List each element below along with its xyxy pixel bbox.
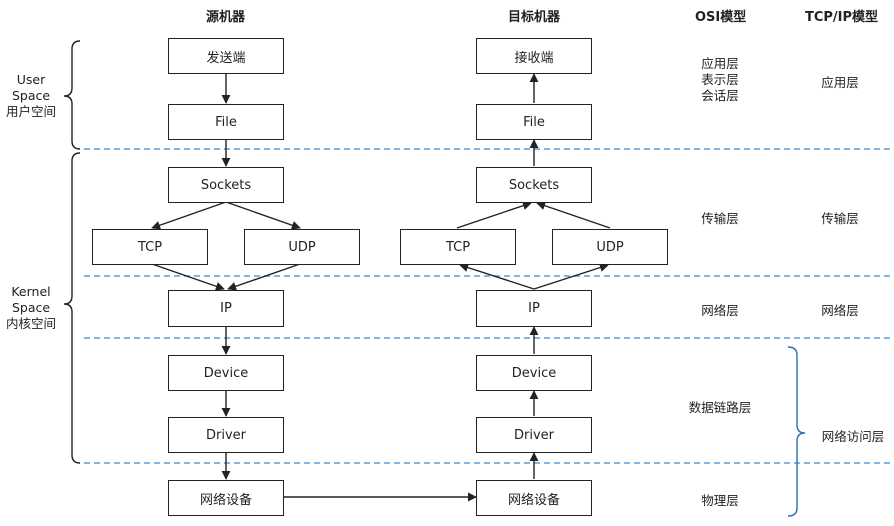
osi-datalink-layer: 数据链路层 — [688, 400, 752, 415]
network-access-brace — [787, 346, 806, 517]
target-file-box: File — [476, 104, 592, 140]
source-device-box: Device — [168, 355, 284, 391]
tcpip-network-layer: 网络层 — [821, 303, 859, 318]
user-space-label: User Space 用户空间 — [5, 72, 56, 119]
target-receiver-box: 接收端 — [476, 38, 592, 74]
source-sender-box: 发送端 — [168, 38, 284, 74]
tcpip-transport-layer: 传输层 — [821, 211, 859, 226]
osi-network-layer: 网络层 — [701, 303, 739, 318]
source-sockets-box: Sockets — [168, 167, 284, 203]
target-tcp-box: TCP — [400, 229, 516, 265]
source-tcp-box: TCP — [92, 229, 208, 265]
source-arrows — [151, 73, 477, 502]
source-ip-box: IP — [168, 290, 284, 327]
header-target-machine: 目标机器 — [508, 10, 561, 25]
target-device-box: Device — [476, 355, 592, 391]
kernel-space-label: Kernel Space 内核空间 — [5, 284, 56, 331]
header-tcpip-model: TCP/IP模型 — [805, 10, 879, 25]
layer-dividers — [84, 148, 894, 464]
osi-physical-layer: 物理层 — [701, 493, 739, 508]
target-udp-box: UDP — [552, 229, 668, 265]
tcpip-network-access-layer: 网络访问层 — [821, 429, 885, 444]
tcpip-application-layer: 应用层 — [821, 75, 859, 90]
user-space-brace — [63, 40, 81, 150]
target-arrows — [456, 73, 611, 479]
target-sockets-box: Sockets — [476, 167, 592, 203]
source-network-device-box: 网络设备 — [168, 480, 284, 516]
target-network-device-box: 网络设备 — [476, 480, 592, 516]
header-source-machine: 源机器 — [206, 10, 246, 25]
osi-upper-layers: 应用层 表示层 会话层 — [701, 56, 739, 103]
source-udp-box: UDP — [244, 229, 360, 265]
target-ip-box: IP — [476, 290, 592, 327]
header-osi-model: OSI模型 — [695, 10, 747, 25]
target-driver-box: Driver — [476, 417, 592, 453]
osi-transport-layer: 传输层 — [701, 211, 739, 226]
source-file-box: File — [168, 104, 284, 140]
source-driver-box: Driver — [168, 417, 284, 453]
kernel-space-brace — [63, 152, 81, 464]
